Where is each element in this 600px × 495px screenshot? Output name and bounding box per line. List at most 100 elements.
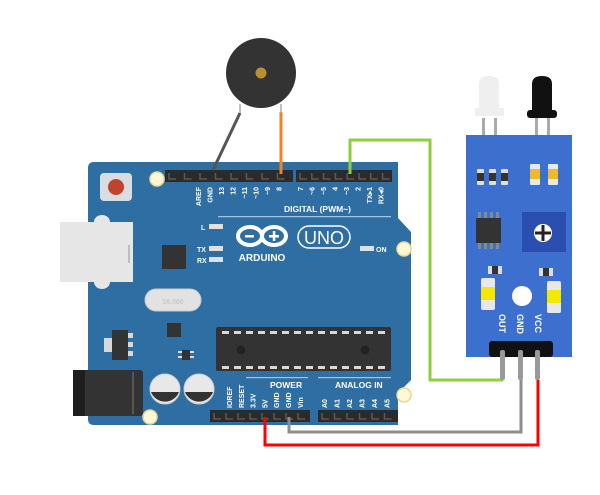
svg-text:L: L bbox=[201, 225, 206, 232]
chip-pin bbox=[354, 366, 361, 369]
pin-label: A4 bbox=[372, 399, 379, 408]
pin-socket[interactable] bbox=[333, 413, 342, 420]
led-tx: TX bbox=[197, 246, 223, 254]
pin-label: GND bbox=[286, 392, 293, 408]
power-indicator-led bbox=[481, 278, 495, 310]
pin-socket[interactable] bbox=[346, 413, 354, 420]
svg-text:ON: ON bbox=[376, 247, 387, 254]
piezo-buzzer bbox=[226, 38, 296, 113]
crystal-oscillator: 16.000 bbox=[144, 288, 202, 312]
pin-socket[interactable] bbox=[183, 173, 192, 180]
chip-pin bbox=[330, 366, 337, 369]
pin-socket[interactable] bbox=[334, 173, 343, 180]
pin-label: A0 bbox=[322, 399, 329, 408]
chip-pin bbox=[282, 366, 289, 369]
wire-sensor-vcc[interactable] bbox=[263, 380, 540, 447]
analog-header bbox=[318, 410, 398, 422]
pin-socket[interactable] bbox=[199, 173, 207, 180]
pin-socket[interactable] bbox=[322, 173, 331, 180]
power-header-label: POWER bbox=[270, 380, 302, 390]
pin-label: ~3 bbox=[344, 187, 351, 195]
chip-pin bbox=[246, 366, 253, 369]
sensor-pin-label: OUT bbox=[497, 314, 507, 334]
ir-receiver-led bbox=[527, 76, 557, 118]
pin-socket[interactable] bbox=[299, 173, 307, 180]
voltage-regulator bbox=[104, 330, 133, 360]
pin-socket[interactable] bbox=[213, 413, 221, 420]
pin-socket[interactable] bbox=[383, 413, 392, 420]
capacitor bbox=[149, 373, 181, 405]
pin-label: 2 bbox=[356, 187, 363, 191]
usb-connector bbox=[60, 215, 133, 289]
pin-label: ~10 bbox=[254, 187, 261, 199]
pin-socket[interactable] bbox=[249, 413, 257, 420]
pin-socket[interactable] bbox=[358, 413, 367, 420]
power-underline bbox=[246, 377, 308, 379]
pin-socket[interactable] bbox=[261, 173, 269, 180]
pin-socket[interactable] bbox=[321, 413, 329, 420]
reset-button[interactable] bbox=[100, 173, 132, 201]
pin-socket[interactable] bbox=[346, 173, 355, 180]
crystal-label: 16.000 bbox=[162, 299, 184, 306]
pin-label: A3 bbox=[360, 399, 367, 408]
pin-label: 3.3V bbox=[251, 393, 258, 408]
mounting-hole bbox=[142, 409, 158, 425]
uno-model: UNO bbox=[304, 228, 344, 248]
chip-pin bbox=[354, 331, 361, 334]
pin-socket[interactable] bbox=[237, 413, 245, 420]
pin-label: GND bbox=[208, 187, 215, 203]
pin-socket[interactable] bbox=[261, 413, 269, 420]
pin-socket[interactable] bbox=[370, 173, 378, 180]
comparator-chip bbox=[476, 212, 501, 249]
analog-underline bbox=[318, 377, 391, 379]
led-l: L bbox=[201, 224, 223, 232]
pin-socket[interactable] bbox=[371, 413, 379, 420]
pin-socket[interactable] bbox=[358, 173, 366, 180]
power-header bbox=[210, 410, 310, 422]
pin-socket[interactable] bbox=[285, 413, 293, 420]
pin-label: 5V bbox=[262, 399, 269, 408]
mounting-hole bbox=[396, 241, 412, 257]
chip-pin bbox=[378, 331, 385, 334]
mounting-hole bbox=[149, 171, 165, 187]
potentiometer[interactable] bbox=[522, 212, 566, 252]
pin-socket[interactable] bbox=[297, 413, 305, 420]
pin-socket[interactable] bbox=[225, 413, 233, 420]
pin-label: GND bbox=[274, 392, 281, 408]
digital-underline bbox=[218, 216, 391, 218]
pin-label: AREF bbox=[196, 186, 203, 206]
smd-resistors bbox=[477, 164, 558, 185]
sensor-pin-label: VCC bbox=[533, 314, 543, 334]
chip-pin bbox=[234, 331, 241, 334]
buzzer-center bbox=[255, 67, 267, 79]
smd-transistor bbox=[178, 350, 194, 360]
pin-socket[interactable] bbox=[230, 173, 238, 180]
chip-pin bbox=[330, 331, 337, 334]
chip-pin bbox=[318, 331, 325, 334]
pin-socket[interactable] bbox=[214, 173, 223, 180]
svg-text:RX: RX bbox=[197, 258, 207, 265]
pin-label: ~6 bbox=[310, 187, 317, 195]
pin-socket[interactable] bbox=[276, 173, 285, 180]
pin-socket[interactable] bbox=[245, 173, 254, 180]
wire-buzzer-ground[interactable] bbox=[211, 112, 242, 171]
pin-socket[interactable] bbox=[168, 173, 176, 180]
ir-emitter-led bbox=[475, 76, 504, 116]
pin-label: TX▸1 bbox=[367, 187, 374, 203]
pin-socket[interactable] bbox=[311, 173, 319, 180]
arduino-board: 16.000 L TX RX ON bbox=[60, 162, 412, 425]
pin-socket[interactable] bbox=[381, 173, 390, 180]
chip-pin bbox=[306, 331, 313, 334]
wire-sensor-gnd[interactable] bbox=[287, 370, 523, 434]
pin-socket[interactable] bbox=[273, 413, 281, 420]
chip-pin bbox=[258, 366, 265, 369]
chip-pin bbox=[342, 331, 349, 334]
sensor-pins bbox=[500, 350, 540, 380]
pin-label: A5 bbox=[385, 399, 392, 408]
mounting-hole bbox=[396, 387, 412, 403]
power-jack bbox=[73, 370, 143, 416]
pin-label: RX◂0 bbox=[379, 187, 386, 204]
chip-pin bbox=[258, 331, 265, 334]
infinity-icon bbox=[236, 225, 288, 247]
